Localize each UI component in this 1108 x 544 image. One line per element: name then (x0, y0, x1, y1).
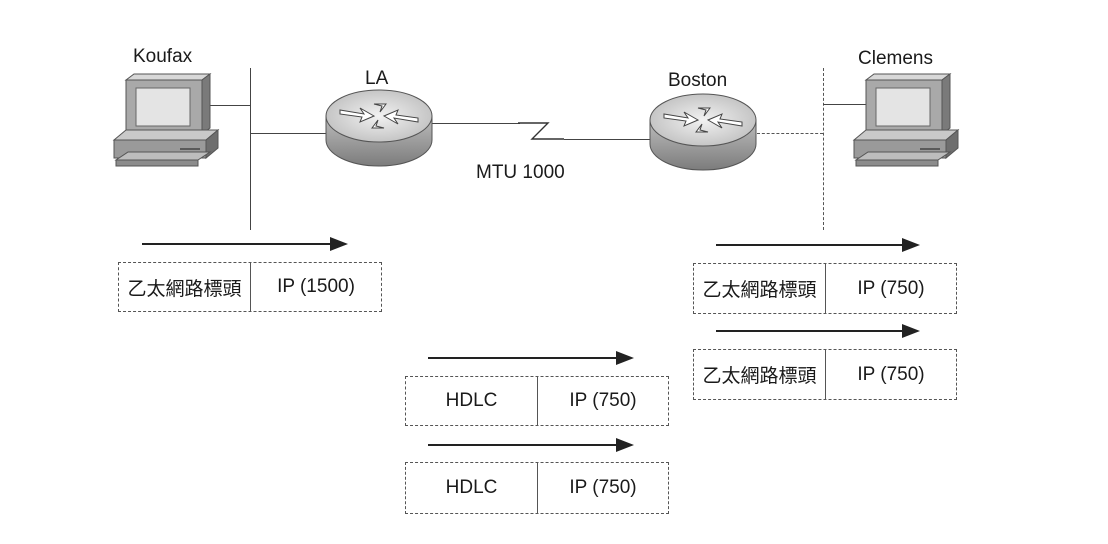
frame-payload: IP (750) (569, 477, 637, 498)
boston-to-lan-link (757, 133, 823, 134)
wan-to-boston-link (564, 139, 650, 140)
frame-payload: IP (1500) (277, 276, 355, 297)
frame-payload: IP (750) (857, 277, 925, 299)
boston-router-icon (649, 93, 757, 171)
hdlc-frame-1: HDLC IP (750) (405, 376, 669, 426)
la-router-label: LA (365, 68, 389, 89)
frame-header: HDLC (406, 377, 538, 425)
frame-payload: IP (750) (857, 363, 925, 385)
la-to-wan-link (432, 123, 520, 124)
hdlc-flow-arrow-2 (428, 438, 634, 452)
clemens-computer-icon (852, 73, 960, 167)
koufax-computer-icon (112, 73, 220, 167)
right-lan-segment (823, 68, 824, 230)
clemens-flow-arrow-2 (716, 324, 920, 338)
frame-payload: IP (750) (569, 390, 637, 411)
koufax-frame: 乙太網路標頭 IP (1500) (118, 262, 382, 312)
frame-header: HDLC (406, 463, 538, 513)
left-lan-segment (250, 68, 251, 230)
wan-serial-zigzag (518, 122, 564, 140)
clemens-frame-2: 乙太網路標頭 IP (750) (693, 349, 957, 400)
wan-mtu-label: MTU 1000 (476, 162, 565, 183)
boston-router-label: Boston (668, 70, 728, 91)
clemens-frame-1: 乙太網路標頭 IP (750) (693, 263, 957, 314)
frame-header: 乙太網路標頭 (694, 350, 826, 399)
koufax-label: Koufax (133, 46, 193, 67)
clemens-flow-arrow-1 (716, 238, 920, 252)
lan-to-la-link (250, 133, 326, 134)
frame-header: 乙太網路標頭 (119, 263, 251, 311)
koufax-to-lan-link (205, 105, 250, 106)
frame-header: 乙太網路標頭 (694, 264, 826, 313)
clemens-label: Clemens (858, 48, 933, 69)
la-router-icon (325, 89, 433, 167)
lan-to-clemens-link (823, 104, 869, 105)
koufax-flow-arrow (142, 237, 348, 251)
hdlc-flow-arrow-1 (428, 351, 634, 365)
hdlc-frame-2: HDLC IP (750) (405, 462, 669, 514)
